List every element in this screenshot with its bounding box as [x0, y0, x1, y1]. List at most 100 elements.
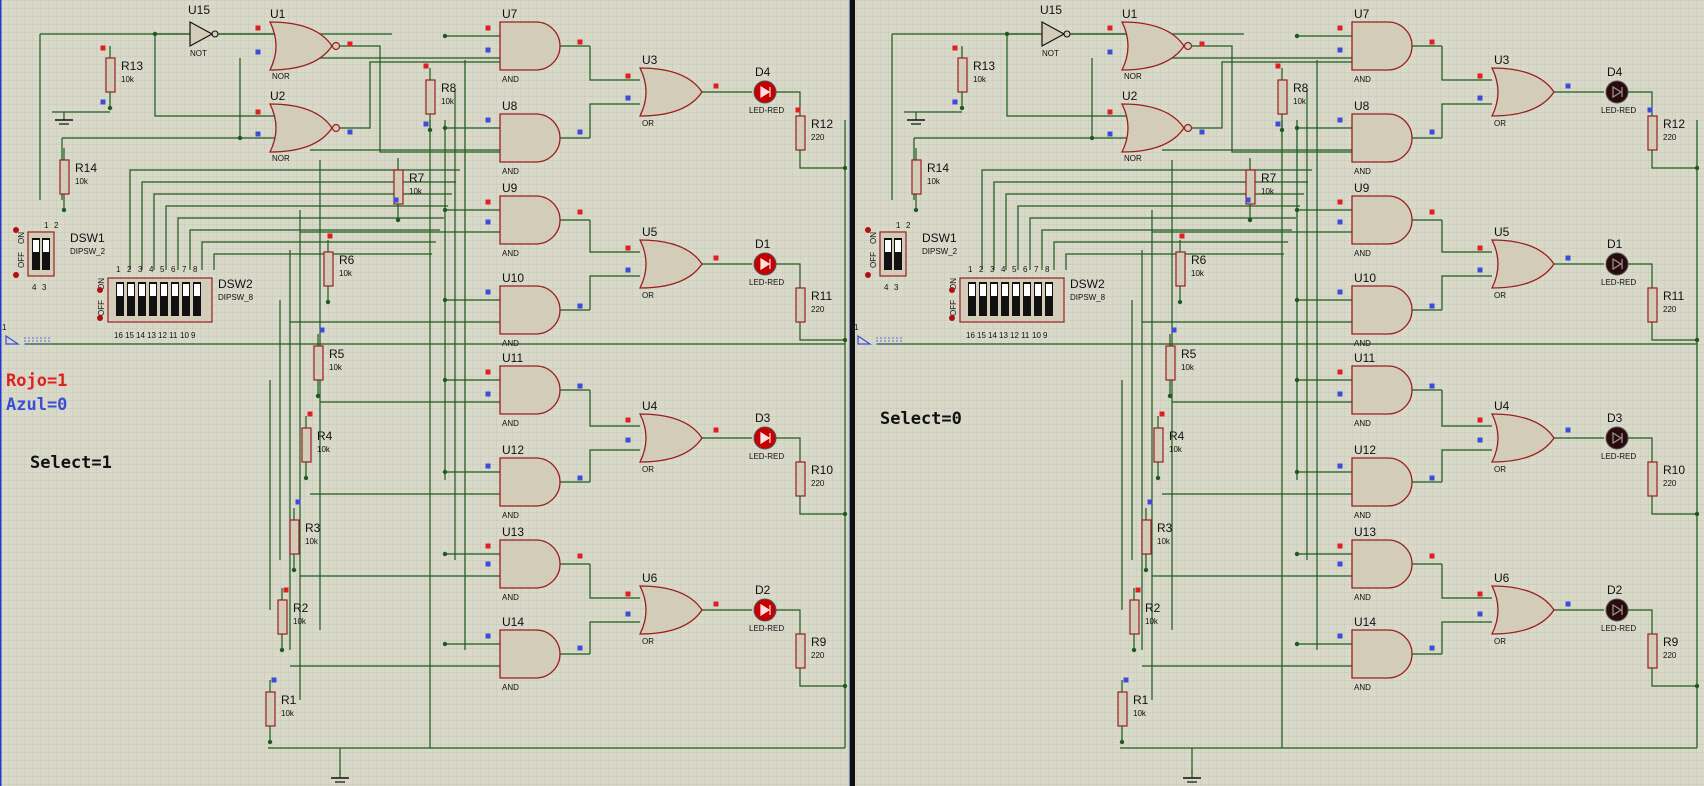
switch-lever-track[interactable] — [32, 238, 40, 270]
switch-lever[interactable] — [139, 284, 145, 296]
switch-lever-track[interactable] — [884, 238, 892, 270]
switch-lever-track[interactable] — [990, 282, 998, 316]
led-ref-label: D4 — [755, 65, 771, 79]
switch-lever[interactable] — [885, 240, 891, 252]
input-terminal-icon[interactable] — [5, 334, 20, 345]
switch-lever-track[interactable] — [149, 282, 157, 316]
switch-lever-track[interactable] — [182, 282, 190, 316]
switch-lever[interactable] — [161, 284, 167, 296]
resistor-value-label: 10k — [329, 363, 343, 372]
junction-dot — [325, 299, 331, 305]
input-terminal-icon[interactable] — [857, 334, 872, 345]
switch-lever-track[interactable] — [138, 282, 146, 316]
switch-lever[interactable] — [194, 284, 200, 296]
switch-lever-track[interactable] — [1023, 282, 1031, 316]
switch-lever-track[interactable] — [1001, 282, 1009, 316]
switch-lever[interactable] — [1013, 284, 1019, 296]
resistor-ref-label: R2 — [1145, 601, 1161, 615]
switch-lever[interactable] — [1035, 284, 1041, 296]
switch-lever[interactable] — [33, 240, 39, 252]
switch-lever[interactable] — [1024, 284, 1030, 296]
switch-lever-track[interactable] — [116, 282, 124, 316]
switch-lever[interactable] — [172, 284, 178, 296]
diode-symbol — [760, 257, 771, 271]
switch-lever-track[interactable] — [127, 282, 135, 316]
wire — [141, 181, 456, 270]
switch-lever-track[interactable] — [1045, 282, 1053, 316]
switch-lever[interactable] — [980, 284, 986, 296]
logic-low-marker — [485, 561, 491, 567]
switch-lever[interactable] — [150, 284, 156, 296]
switch-pin-label: 8 — [1045, 265, 1050, 274]
switch-lever[interactable] — [1046, 284, 1052, 296]
wire — [1651, 668, 1697, 687]
switch-lever-track[interactable] — [894, 238, 902, 270]
switch-lever[interactable] — [895, 240, 901, 252]
switch-lever-track[interactable] — [968, 282, 976, 316]
switch-lever-track[interactable] — [1034, 282, 1042, 316]
switch-lever-track[interactable] — [171, 282, 179, 316]
switch-lever[interactable] — [969, 284, 975, 296]
switch-lever-track[interactable] — [42, 238, 50, 270]
switch-lever[interactable] — [117, 284, 123, 296]
switch-lever-track[interactable] — [193, 282, 201, 316]
switch-lever-track[interactable] — [979, 282, 987, 316]
switch-lever-track[interactable] — [160, 282, 168, 316]
switch-lever-track[interactable] — [1012, 282, 1020, 316]
switch-lever[interactable] — [183, 284, 189, 296]
switch-lever[interactable] — [991, 284, 997, 296]
switch-lever[interactable] — [1002, 284, 1008, 296]
switch-lever[interactable] — [43, 240, 49, 252]
switch-lever[interactable] — [128, 284, 134, 296]
